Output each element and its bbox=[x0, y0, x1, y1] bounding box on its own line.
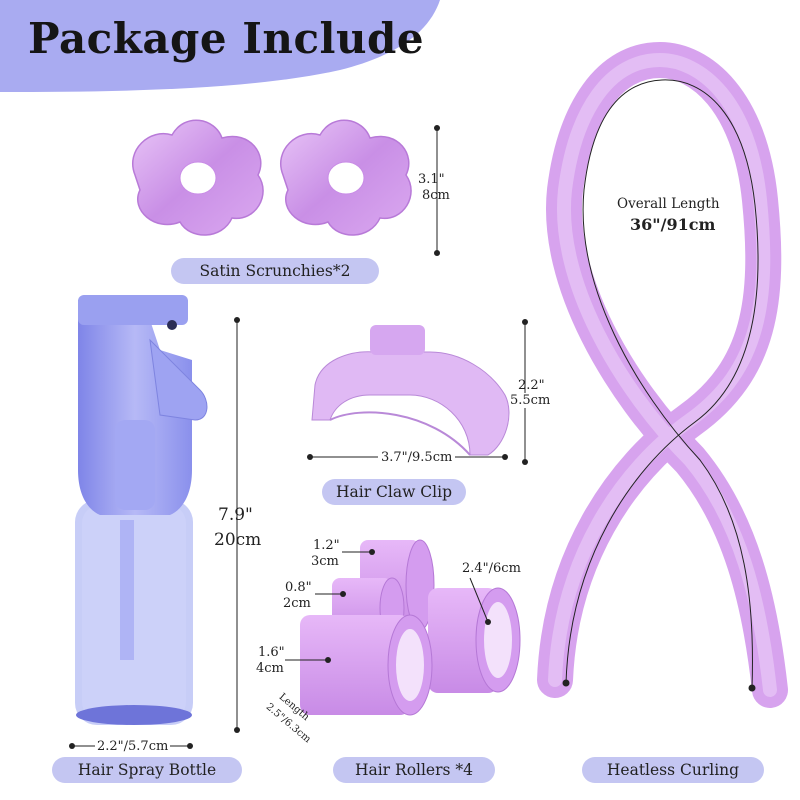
roller-large-size: 2.4"/6cm bbox=[462, 561, 521, 576]
heatless-curling-rod bbox=[537, 41, 788, 708]
label-hair-claw-clip: Hair Claw Clip bbox=[322, 479, 466, 505]
scrunchie-right bbox=[280, 119, 412, 236]
bottle-height-in: 7.9" bbox=[218, 505, 253, 525]
clip-width: 3.7"/9.5cm bbox=[378, 450, 456, 465]
hair-rollers bbox=[300, 539, 521, 716]
bottle-height-cm: 20cm bbox=[214, 530, 262, 550]
bottle-width: 2.2"/5.7cm bbox=[95, 739, 171, 754]
header-banner bbox=[0, 0, 440, 92]
clip-height-cm: 5.5cm bbox=[510, 393, 551, 408]
label-hair-rollers: Hair Rollers *4 bbox=[333, 757, 495, 783]
scrunchie-height-in: 3.1" bbox=[418, 172, 445, 187]
clip-height-in: 2.2" bbox=[518, 378, 545, 393]
roller-mid-cm: 4cm bbox=[256, 661, 284, 676]
page-title: Package Include bbox=[28, 14, 425, 63]
roller-small-in: 1.2" bbox=[313, 538, 340, 553]
scrunchie-height-cm: 8cm bbox=[422, 188, 450, 203]
spray-bottle bbox=[75, 295, 208, 725]
label-hair-spray-bottle: Hair Spray Bottle bbox=[52, 757, 242, 783]
label-satin-scrunchies: Satin Scrunchies*2 bbox=[171, 258, 379, 284]
roller-xs-in: 0.8" bbox=[285, 580, 312, 595]
curling-length-value: 36"/91cm bbox=[630, 215, 716, 234]
roller-mid-in: 1.6" bbox=[258, 645, 285, 660]
curling-length-title: Overall Length bbox=[617, 196, 720, 212]
claw-clip bbox=[311, 325, 510, 456]
label-heatless-curling: Heatless Curling bbox=[582, 757, 764, 783]
roller-small-cm: 3cm bbox=[311, 554, 339, 569]
scrunchie-left bbox=[132, 119, 264, 236]
roller-xs-cm: 2cm bbox=[283, 596, 311, 611]
